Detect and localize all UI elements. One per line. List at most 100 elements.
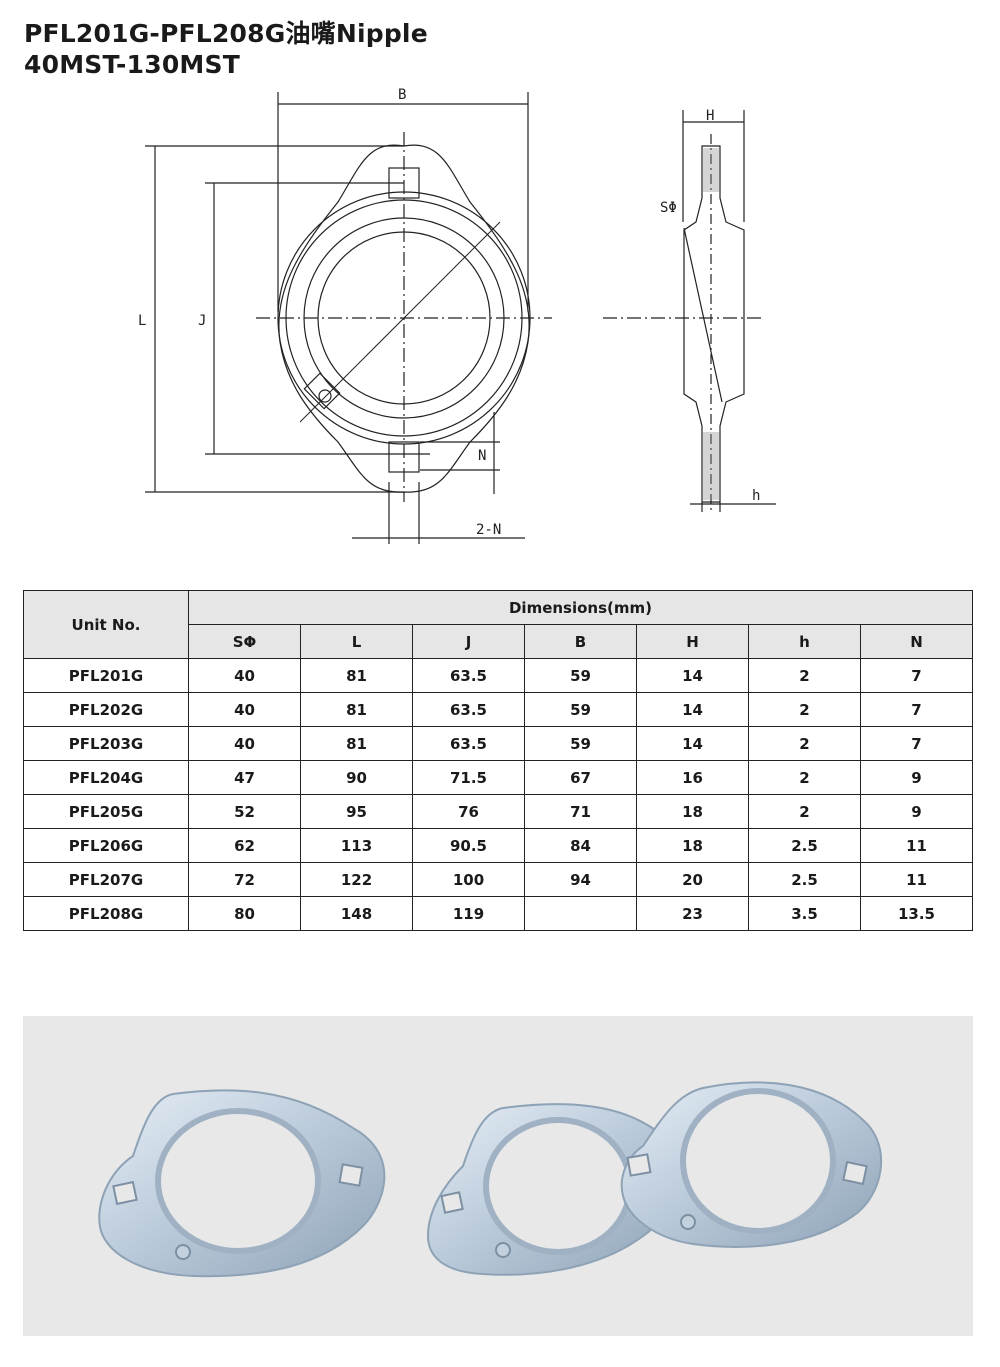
side-hatch-bottom <box>703 432 719 500</box>
side-hatch-top <box>703 148 719 192</box>
dimension-cell: 62 <box>188 828 301 863</box>
column-header: SΦ <box>188 624 301 659</box>
drawing-svg: B L J N 2-N H SΦ h <box>138 87 776 544</box>
dimension-cell: 23 <box>636 896 749 931</box>
label-s-phi: SΦ <box>660 200 677 216</box>
label-B: B <box>398 87 406 103</box>
unit-cell: PFL204G <box>23 760 189 795</box>
dimension-cell: 59 <box>524 726 637 761</box>
column-header: L <box>300 624 413 659</box>
dimension-cell: 7 <box>860 658 973 693</box>
dimension-cell: 11 <box>860 862 973 897</box>
dimension-cell: 119 <box>412 896 525 931</box>
flange-photo-2 <box>426 1103 679 1276</box>
dimension-cell: 59 <box>524 692 637 727</box>
title-line-2: 40MST-130MST <box>24 50 240 79</box>
nipple-center <box>318 389 332 403</box>
dimension-cell: 2 <box>748 794 861 829</box>
dimension-cell: 71.5 <box>412 760 525 795</box>
dimension-cell: 13.5 <box>860 896 973 931</box>
dimension-cell: 7 <box>860 726 973 761</box>
label-L: L <box>138 313 146 329</box>
dimension-cell: 95 <box>300 794 413 829</box>
label-H: H <box>706 108 714 124</box>
label-h: h <box>752 488 760 504</box>
dimension-cell: 14 <box>636 658 749 693</box>
dimension-cell: 14 <box>636 726 749 761</box>
column-header: J <box>412 624 525 659</box>
dimension-cell: 9 <box>860 794 973 829</box>
dimension-cell: 81 <box>300 726 413 761</box>
dimension-cell: 2 <box>748 760 861 795</box>
dimension-cell: 3.5 <box>748 896 861 931</box>
dimension-cell: 2.5 <box>748 828 861 863</box>
dimension-cell: 148 <box>300 896 413 931</box>
dimension-cell: 40 <box>188 658 301 693</box>
product-photo <box>23 1016 973 1336</box>
dimension-cell: 9 <box>860 760 973 795</box>
unit-cell: PFL206G <box>23 828 189 863</box>
dimension-cell: 76 <box>412 794 525 829</box>
dimension-cell: 2 <box>748 692 861 727</box>
dimension-cell: 2 <box>748 658 861 693</box>
dimension-cell: 63.5 <box>412 726 525 761</box>
dimension-cell: 84 <box>524 828 637 863</box>
dimension-cell: 90 <box>300 760 413 795</box>
label-N: N <box>478 448 486 464</box>
dimension-cell: 63.5 <box>412 658 525 693</box>
column-header: N <box>860 624 973 659</box>
dimension-cell: 14 <box>636 692 749 727</box>
dimension-cell: 18 <box>636 828 749 863</box>
label-J: J <box>198 313 206 329</box>
column-header: B <box>524 624 637 659</box>
column-header: H <box>636 624 749 659</box>
dimension-cell: 71 <box>524 794 637 829</box>
dimension-cell: 100 <box>412 862 525 897</box>
dimension-cell: 59 <box>524 658 637 693</box>
dimension-cell: 81 <box>300 658 413 693</box>
unit-cell: PFL202G <box>23 692 189 727</box>
dimension-cell: 7 <box>860 692 973 727</box>
dimension-cell: 63.5 <box>412 692 525 727</box>
dimension-cell: 2 <box>748 726 861 761</box>
dimension-cell: 72 <box>188 862 301 897</box>
dimension-cell: 52 <box>188 794 301 829</box>
unit-cell: PFL201G <box>23 658 189 693</box>
dimension-cell: 40 <box>188 726 301 761</box>
dimensions-group-header: Dimensions(mm) <box>188 590 973 625</box>
unit-cell: PFL205G <box>23 794 189 829</box>
product-photo-svg <box>98 1081 883 1278</box>
dimension-cell: 81 <box>300 692 413 727</box>
dimension-cell: 16 <box>636 760 749 795</box>
label-2-N: 2-N <box>476 522 501 538</box>
dimension-cell: 80 <box>188 896 301 931</box>
flange-photo-3 <box>620 1081 883 1248</box>
flange-photo-1 <box>98 1089 386 1278</box>
technical-drawing: B L J N 2-N H SΦ h <box>0 82 1000 562</box>
nipple <box>303 372 341 410</box>
dimension-cell: 94 <box>524 862 637 897</box>
unit-cell: PFL207G <box>23 862 189 897</box>
dimension-cell: 40 <box>188 692 301 727</box>
dimension-cell: 11 <box>860 828 973 863</box>
unit-no-header: Unit No. <box>23 590 189 659</box>
page-title: PFL201G-PFL208G油嘴Nipple 40MST-130MST <box>24 18 428 80</box>
dimension-cell: 18 <box>636 794 749 829</box>
dimension-cell: 113 <box>300 828 413 863</box>
unit-cell: PFL203G <box>23 726 189 761</box>
column-header: h <box>748 624 861 659</box>
unit-cell: PFL208G <box>23 896 189 931</box>
dimension-cell: 47 <box>188 760 301 795</box>
dimension-cell: 122 <box>300 862 413 897</box>
dimension-cell: 2.5 <box>748 862 861 897</box>
dimension-cell <box>524 896 637 931</box>
dimension-cell: 90.5 <box>412 828 525 863</box>
